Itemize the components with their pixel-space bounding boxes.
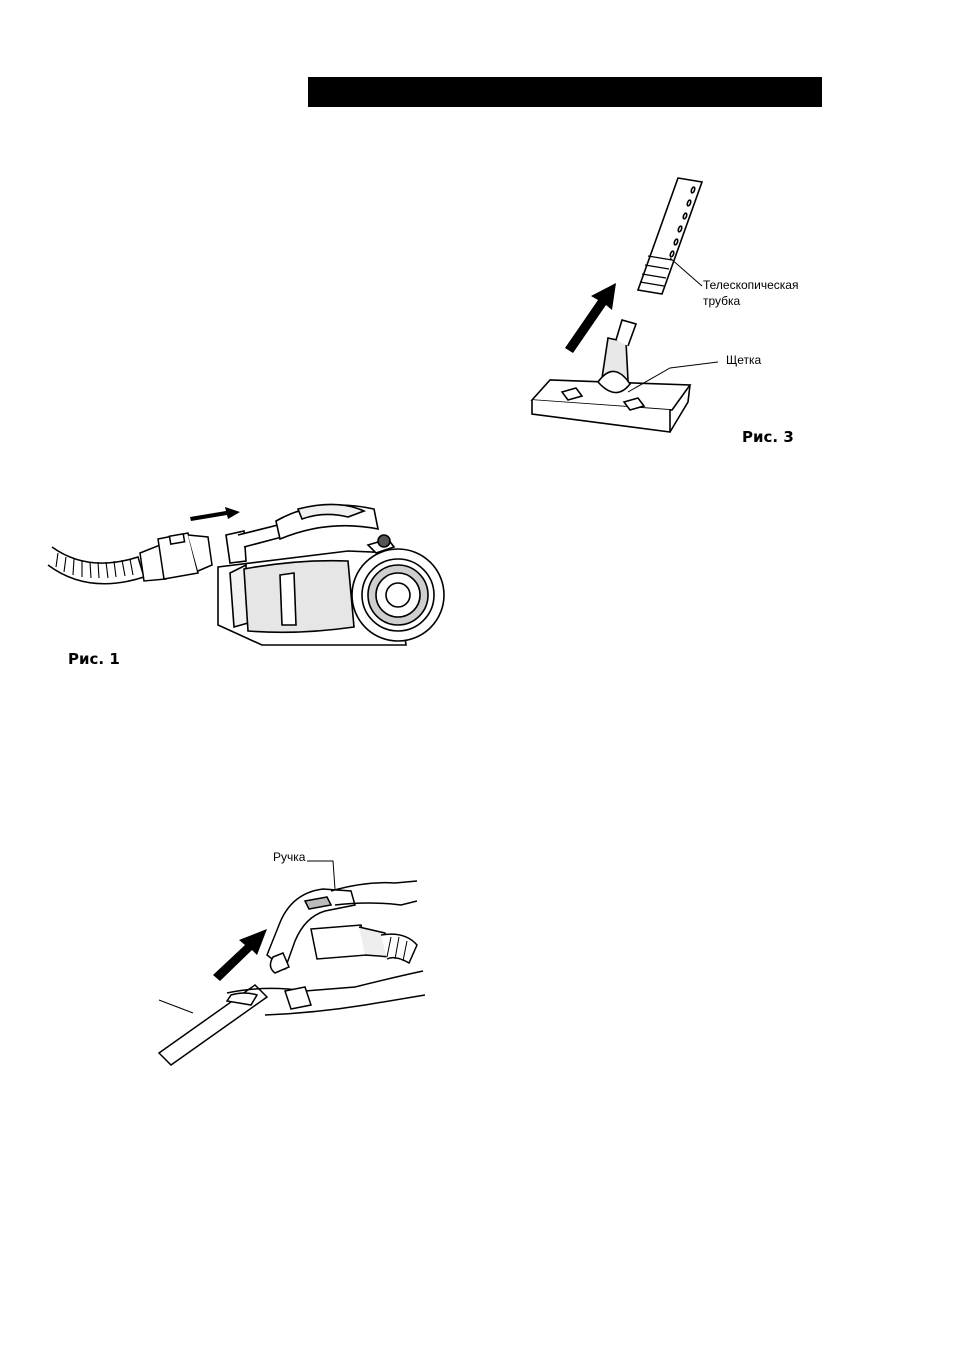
floor-brush-drawing <box>532 320 690 432</box>
label-telescopic-tube-line2: трубка <box>703 294 740 308</box>
vacuum-cleaner-drawing <box>218 504 444 645</box>
section-header-bar <box>308 77 822 107</box>
figure-hose-attach <box>48 495 438 650</box>
push-arrow-icon <box>213 929 267 981</box>
figure-3-caption: Рис. 3 <box>742 428 794 446</box>
handle-tube-illustration <box>155 845 435 1070</box>
hose-drawing <box>48 533 212 584</box>
brush-tube-illustration <box>520 170 820 450</box>
vacuum-hose-illustration <box>48 495 438 650</box>
figure-handle-attach <box>155 845 435 1070</box>
hose-handle-drawing <box>267 889 417 973</box>
telescopic-tube-drawing <box>638 178 702 294</box>
connect-arrow-icon <box>190 507 240 521</box>
label-handle: Ручка <box>273 850 305 864</box>
figure-1-caption: Рис. 1 <box>68 650 120 668</box>
label-telescopic-tube-line1: Телескопическая <box>703 278 798 292</box>
figure-brush-attach <box>520 170 820 450</box>
label-brush: Щетка <box>726 353 761 367</box>
